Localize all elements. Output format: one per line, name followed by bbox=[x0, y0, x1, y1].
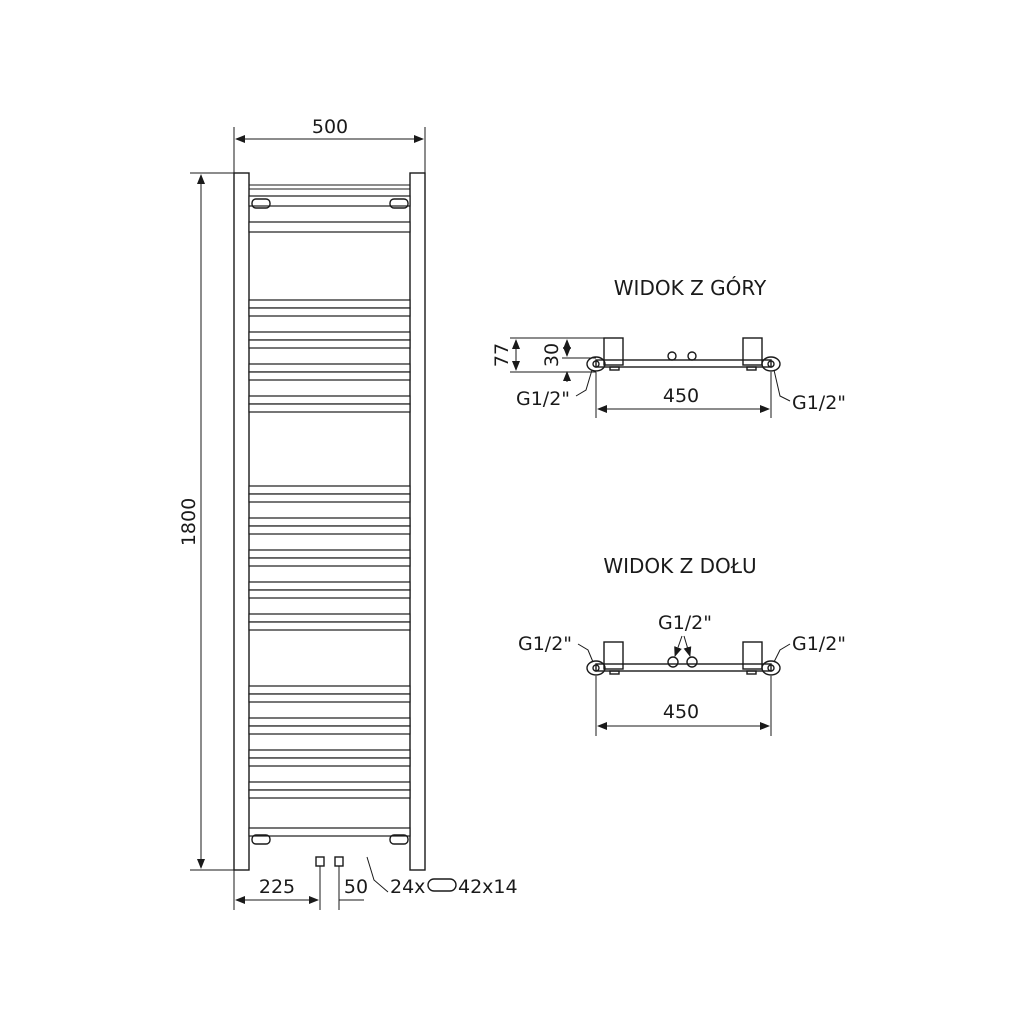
top-view-connection-right: G1/2" bbox=[792, 392, 846, 414]
top-offset-label: 30 bbox=[541, 343, 563, 367]
radiator-tube bbox=[248, 725, 411, 735]
radiator-tube bbox=[248, 517, 411, 527]
top-view-title: WIDOK Z GÓRY bbox=[614, 276, 767, 300]
top-view-center-port-a bbox=[667, 351, 677, 361]
top-view-body bbox=[595, 359, 772, 368]
radiator-tube bbox=[248, 613, 411, 623]
radiator-tube bbox=[248, 781, 411, 791]
top-view-center-port-b bbox=[687, 351, 697, 361]
tube-profile-icon bbox=[427, 878, 457, 892]
radiator-tube bbox=[248, 485, 411, 495]
bottom-view: WIDOK Z DOŁU G1/2" G1/2" G1/2" 450 bbox=[518, 554, 846, 736]
radiator-tube bbox=[248, 363, 411, 373]
radiator-tube bbox=[248, 221, 411, 233]
radiator-tube bbox=[248, 371, 411, 381]
radiator-tube bbox=[248, 717, 411, 727]
radiator-tube bbox=[248, 525, 411, 535]
radiator-tube bbox=[248, 685, 411, 695]
radiator-tube bbox=[248, 757, 411, 767]
spacing-label: 50 bbox=[344, 876, 368, 898]
bottom-right-plug bbox=[389, 834, 409, 845]
top-right-plug bbox=[389, 198, 409, 209]
radiator-tube bbox=[248, 307, 411, 317]
bottom-view-center-port-a bbox=[667, 656, 679, 668]
top-left-plug bbox=[251, 198, 271, 209]
height-label: 1800 bbox=[178, 498, 200, 546]
tubes-group bbox=[248, 195, 411, 837]
top-view-connection-left: G1/2" bbox=[516, 388, 570, 410]
top-view-left-bracket bbox=[603, 337, 624, 366]
top-view-left-port bbox=[592, 360, 600, 368]
radiator-tube bbox=[248, 395, 411, 405]
bottom-connector-left bbox=[315, 856, 325, 867]
radiator-tube bbox=[248, 581, 411, 591]
radiator-tube bbox=[248, 621, 411, 631]
bottom-view-body bbox=[595, 663, 772, 672]
front-view: 500 1800 225 50 24x 42x14 bbox=[178, 116, 518, 910]
radiator-tube bbox=[248, 195, 411, 207]
bottom-view-left-bracket bbox=[603, 641, 624, 670]
bottom-left-plug bbox=[251, 834, 271, 845]
radiator-tube bbox=[248, 299, 411, 309]
width-label: 500 bbox=[312, 116, 348, 138]
bottom-connector-right bbox=[334, 856, 344, 867]
top-view-width-label: 450 bbox=[663, 385, 699, 407]
radiator-tube bbox=[248, 549, 411, 559]
bottom-view-width-label: 450 bbox=[663, 701, 699, 723]
bottom-view-connection-right: G1/2" bbox=[792, 633, 846, 655]
tube-count-label: 24x bbox=[390, 876, 425, 898]
radiator-tube bbox=[248, 749, 411, 759]
left-column bbox=[233, 172, 250, 871]
right-column bbox=[409, 172, 426, 871]
bottom-view-title: WIDOK Z DOŁU bbox=[603, 554, 756, 578]
radiator-tube bbox=[248, 493, 411, 503]
radiator-tube bbox=[248, 557, 411, 567]
top-view-right-bracket bbox=[742, 337, 763, 366]
bottom-view-connection-center: G1/2" bbox=[658, 612, 712, 634]
top-view-right-port bbox=[767, 360, 775, 368]
bottom-view-connection-left: G1/2" bbox=[518, 633, 572, 655]
bottom-view-right-port bbox=[767, 664, 775, 672]
radiator-tube bbox=[248, 789, 411, 799]
radiator-tube bbox=[248, 331, 411, 341]
depth-label: 77 bbox=[491, 343, 513, 367]
radiator-tube bbox=[248, 339, 411, 349]
radiator-tube bbox=[248, 403, 411, 413]
bottom-view-left-port bbox=[592, 664, 600, 672]
bottom-view-right-bracket bbox=[742, 641, 763, 670]
tube-size-label: 42x14 bbox=[458, 876, 518, 898]
top-view: WIDOK Z GÓRY 77 30 G1/2" G1/2" 450 bbox=[491, 276, 846, 418]
radiator-tube bbox=[248, 693, 411, 703]
radiator-tube bbox=[248, 827, 411, 837]
top-rail bbox=[248, 184, 411, 190]
bottom-view-center-port-b bbox=[686, 656, 698, 668]
left-offset-label: 225 bbox=[259, 876, 295, 898]
radiator-tube bbox=[248, 589, 411, 599]
